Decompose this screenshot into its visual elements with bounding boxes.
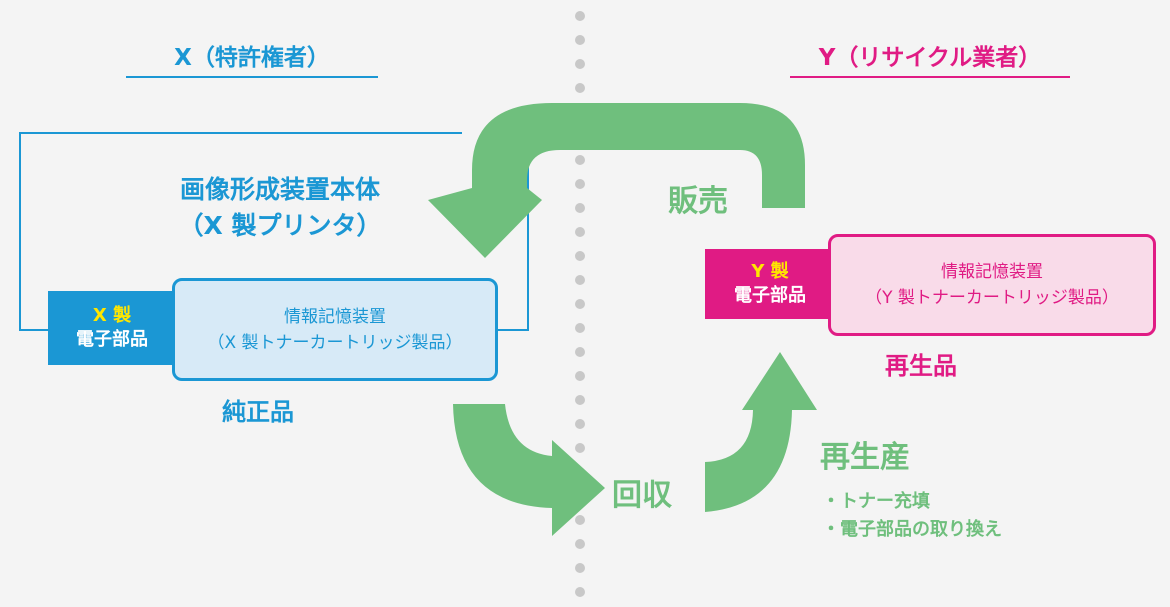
party-y-underline [790,76,1070,78]
divider-dot [575,35,585,45]
divider-dot [575,419,585,429]
y-box-line2: （Y 製トナーカートリッジ製品） [865,288,1119,308]
printer-body-outline [19,132,462,331]
divider-dot [575,179,585,189]
divider-dot [575,323,585,333]
remanufacture-arrow [705,352,817,512]
divider-dot [575,587,585,597]
step-item: ・トナー充填 [822,491,930,512]
remanufacture-steps: ・トナー充填 ・電子部品の取り換え [822,488,1002,544]
divider-dot [575,443,585,453]
divider-dot [575,155,585,165]
party-y-label: Y（リサイクル業者） [818,45,1042,71]
divider-dot [575,515,585,525]
divider-dot [575,275,585,285]
genuine-label: 純正品 [222,398,294,426]
divider-dot [575,299,585,309]
y-cartridge-box: 情報記憶装置 （Y 製トナーカートリッジ製品） [828,234,1156,336]
remanufactured-label: 再生品 [885,352,957,380]
y-chip-maker: Y 製 [751,261,789,282]
printer-title-line2: （X 製プリンタ） [178,211,382,240]
divider-dot [575,395,585,405]
x-box-line1: 情報記憶装置 [284,306,386,327]
y-electronic-part-chip: Y 製 電子部品 [705,249,835,319]
y-chip-part: 電子部品 [734,285,806,306]
printer-body-title: 画像形成装置本体 （X 製プリンタ） [115,172,445,244]
sale-arrow [428,103,805,258]
divider-dot [575,251,585,261]
divider-dot [575,563,585,573]
step-item: ・電子部品の取り換え [822,519,1002,540]
y-box-line1: 情報記憶装置 [941,262,1043,282]
divider-dot [575,83,585,93]
collect-arrow [453,404,605,536]
divider-dot [575,539,585,549]
x-cartridge-box: 情報記憶装置 （X 製トナーカートリッジ製品） [172,278,498,381]
divider-dot [575,203,585,213]
x-box-line2: （X 製トナーカートリッジ製品） [207,332,463,353]
party-x-underline [126,76,378,78]
printer-title-line1: 画像形成装置本体 [179,175,380,204]
divider-dot [575,371,585,381]
party-x-label: X（特許権者） [174,45,330,71]
printer-body-outline-right [498,160,529,331]
divider-dot [575,227,585,237]
remanufacture-label: 再生産 [820,440,910,475]
x-chip-part: 電子部品 [76,329,148,350]
center-divider [575,11,585,597]
x-electronic-part-chip: X 製 電子部品 [48,291,176,365]
sale-label: 販売 [668,184,728,219]
collect-label: 回収 [612,478,672,513]
x-chip-maker: X 製 [92,305,132,326]
divider-dot [575,347,585,357]
divider-dot [575,59,585,69]
divider-dot [575,11,585,21]
